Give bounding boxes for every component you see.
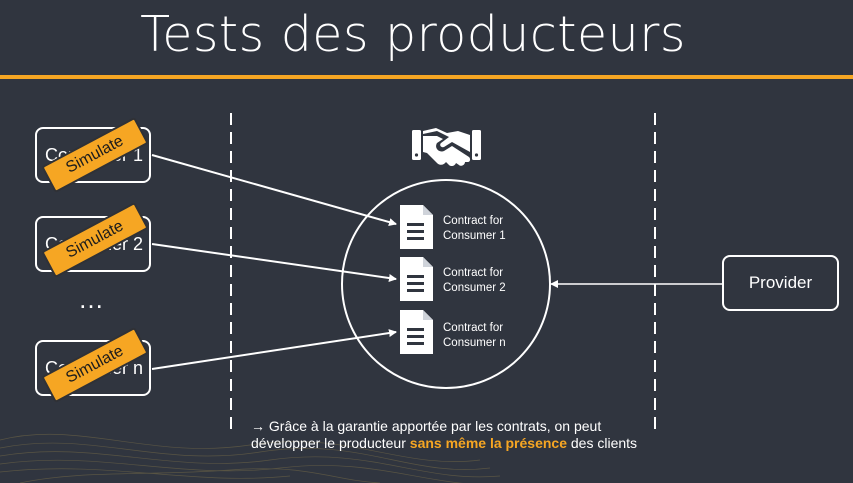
footnote: → Grâce à la garantie apportée par les c… [251, 418, 651, 452]
contract-label-n: Contract for Consumer n [443, 321, 506, 351]
title-underline [0, 75, 853, 79]
provider-box: Provider [722, 255, 839, 311]
contract-label-line1: Contract for [443, 322, 504, 334]
document-icon [400, 310, 433, 354]
footnote-highlight: sans même la présence [409, 435, 567, 451]
contract-label-1: Contract for Consumer 1 [443, 214, 506, 244]
arrow-consumer-2 [151, 243, 397, 282]
contract-label-line2: Consumer 1 [443, 230, 506, 242]
slide-title: Tests des producteurs [140, 6, 686, 63]
document-icon [400, 205, 433, 249]
arrow-consumer-1 [151, 154, 397, 226]
document-icon [400, 257, 433, 301]
provider-label: Provider [748, 273, 813, 292]
contract-label-line2: Consumer 2 [443, 282, 506, 294]
more-consumers-ellipsis: … [78, 284, 105, 314]
contract-label-line1: Contract for [443, 215, 504, 227]
footnote-suffix: des clients [567, 435, 638, 451]
arrow-consumer-n [151, 329, 397, 370]
contract-label-line2: Consumer n [443, 337, 506, 349]
contract-label-line1: Contract for [443, 267, 504, 279]
footnote-prefix: → Grâce à la garantie apportée par les c… [251, 418, 602, 451]
contract-label-2: Contract for Consumer 2 [443, 266, 506, 296]
